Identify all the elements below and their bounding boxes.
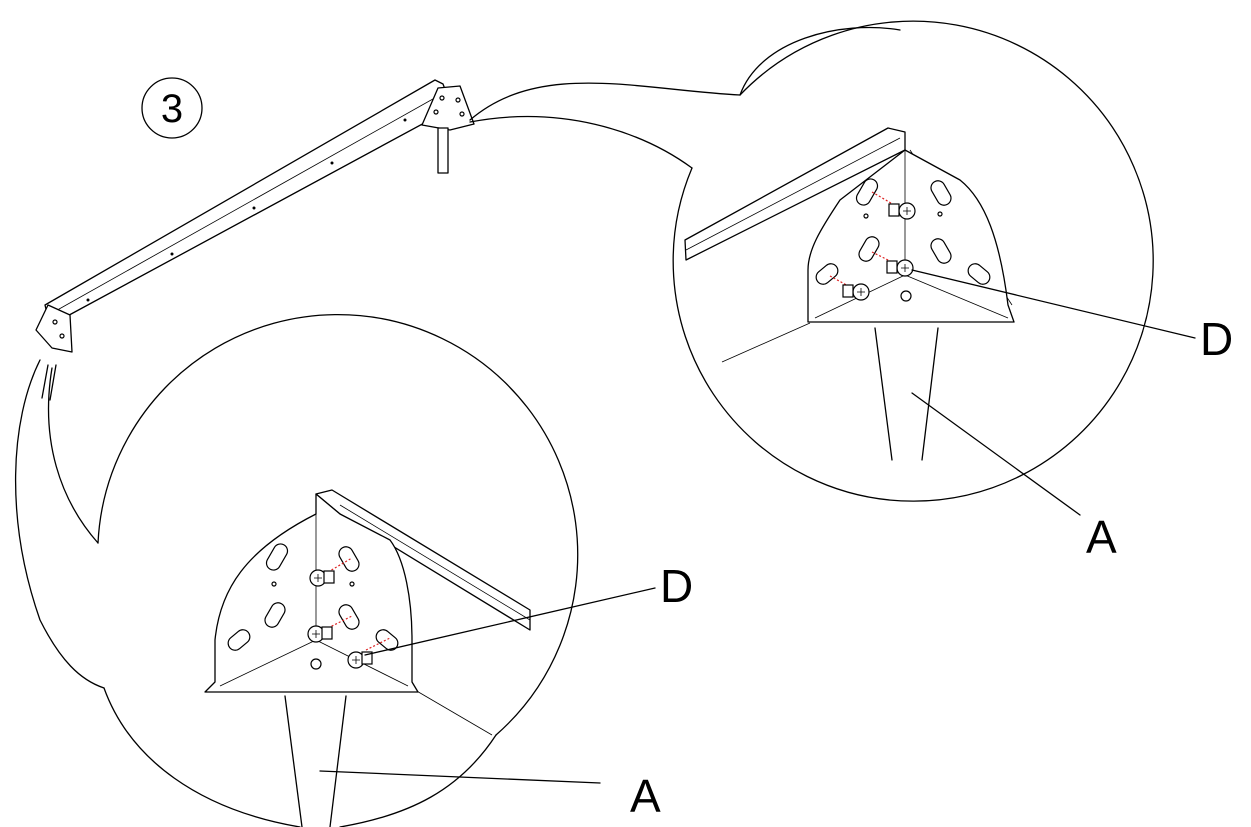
zoom-connector-top-inner <box>469 116 693 169</box>
detail-view-bottom-left <box>97 314 579 827</box>
leader-top-right-a <box>911 392 1081 516</box>
step-number: 3 <box>161 87 183 131</box>
zoom-connector-bottom-inner <box>47 367 99 544</box>
detail-view-top-right <box>672 20 1154 502</box>
leader-top-right-d <box>911 269 1196 339</box>
label-bottom-left-screw: D <box>660 560 693 612</box>
label-top-right-leg: A <box>1086 511 1117 563</box>
zoom-connector-top-outer <box>469 26 901 121</box>
leader-bottom-left-a <box>319 770 601 784</box>
label-bottom-left-leg: A <box>630 770 661 822</box>
label-top-right-screw: D <box>1200 313 1233 365</box>
step-indicator: 3 <box>141 77 203 139</box>
zoom-connector-bottom-outer <box>14 359 105 689</box>
overview-rail <box>35 79 475 401</box>
leader-bottom-left-d <box>364 587 656 656</box>
